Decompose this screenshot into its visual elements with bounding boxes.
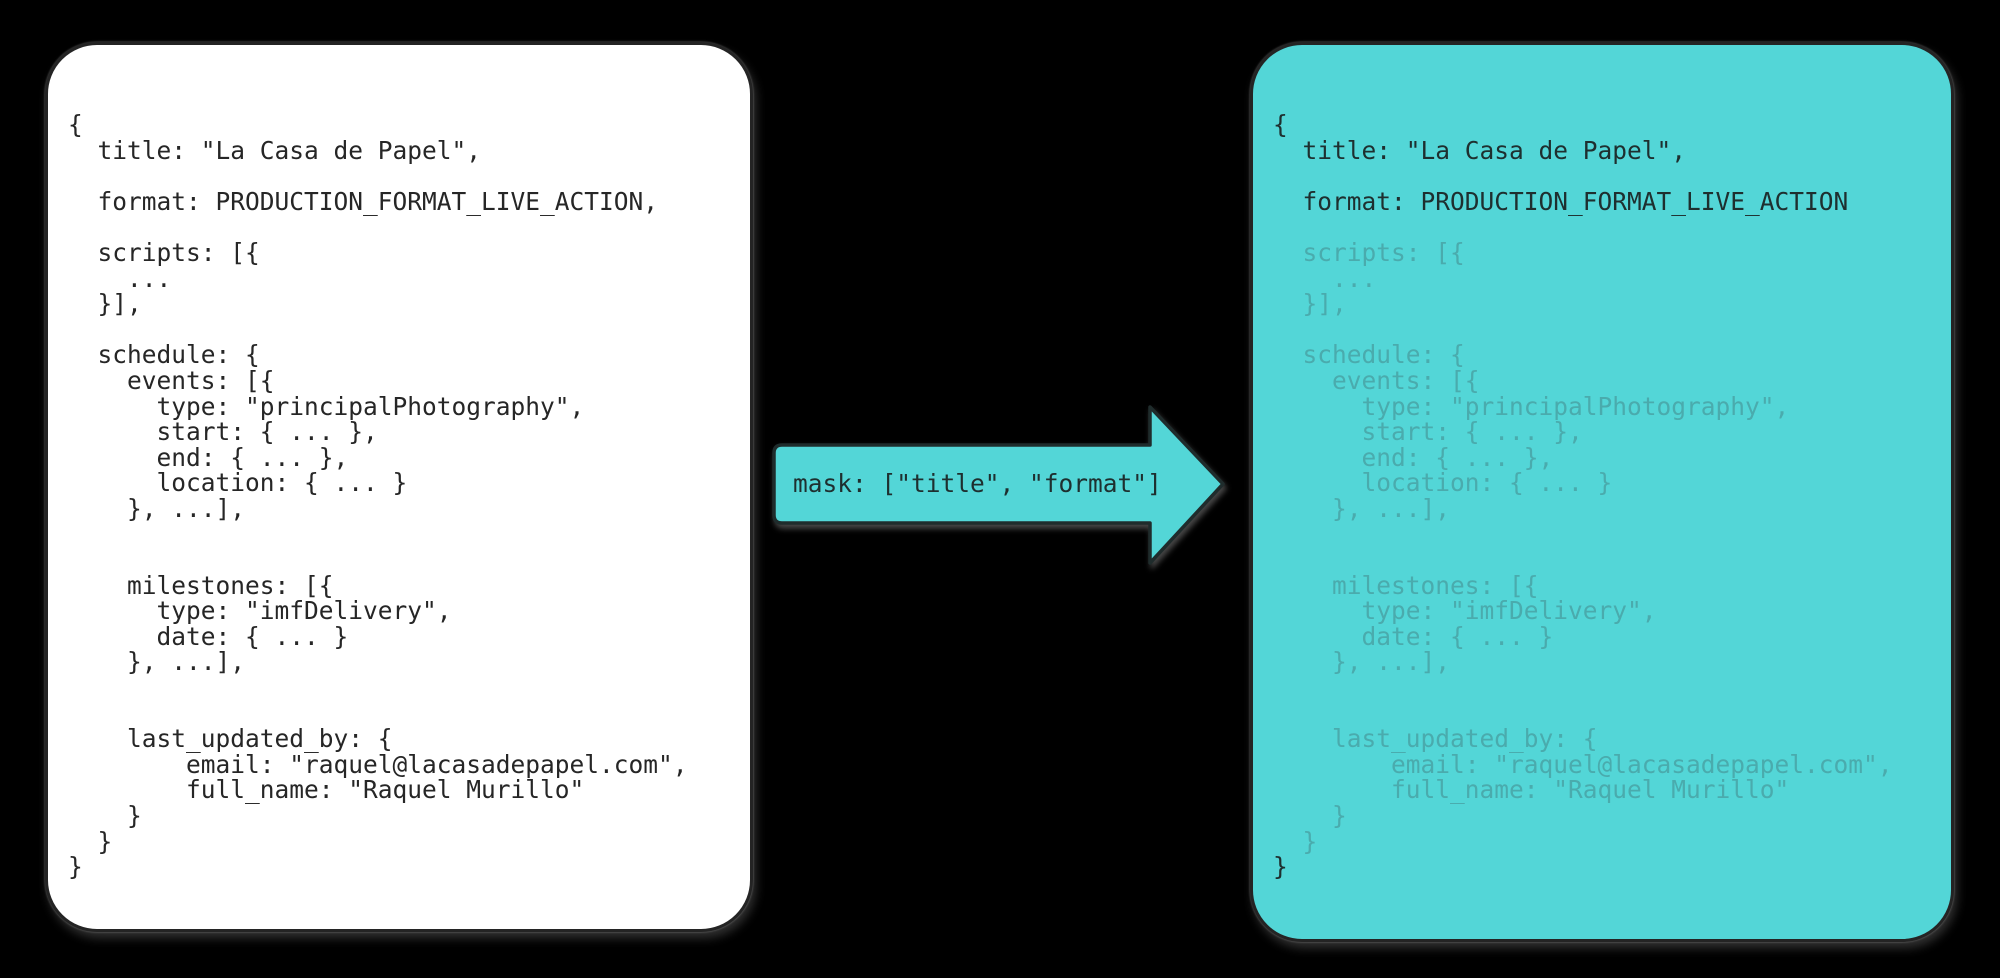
code-line: milestones: [{ — [1273, 570, 1539, 600]
code-line: start: { ... }, — [1273, 417, 1583, 447]
code-line: } — [1273, 852, 1288, 882]
code-line — [1273, 675, 1943, 701]
code-line: full_name: "Raquel Murillo" — [1273, 775, 1790, 805]
code-line: } — [68, 801, 142, 831]
code-line: end: { ... }, — [68, 442, 349, 472]
code-line — [68, 317, 742, 343]
code-line: }], — [1273, 289, 1347, 319]
code-line: start: { ... }, — [68, 417, 378, 447]
code-line: schedule: { — [1273, 340, 1465, 370]
code-line: ... — [1273, 263, 1377, 293]
code-line: }, ...], — [1273, 647, 1451, 677]
code-line: location: { ... } — [68, 468, 408, 498]
code-line: format: PRODUCTION_FORMAT_LIVE_ACTION — [1273, 186, 1849, 216]
source-json-panel: { title: "La Casa de Papel", format: PRO… — [45, 42, 753, 932]
code-line: email: "raquel@lacasadepapel.com", — [68, 749, 688, 779]
source-code-block: { title: "La Casa de Papel", format: PRO… — [48, 45, 750, 880]
code-line — [68, 547, 742, 573]
code-line: last_updated_by: { — [1273, 724, 1598, 754]
code-line: } — [68, 826, 113, 856]
code-line: milestones: [{ — [68, 570, 334, 600]
code-line — [68, 701, 742, 727]
mask-arrow-label: mask: ["title", "format"] — [793, 468, 1162, 498]
code-line: scripts: [{ — [1273, 237, 1465, 267]
code-line: date: { ... } — [68, 621, 349, 651]
code-line: title: "La Casa de Papel", — [1273, 135, 1687, 165]
code-line: type: "principalPhotography", — [1273, 391, 1790, 421]
code-line: }, ...], — [1273, 493, 1451, 523]
masked-code-block: { title: "La Casa de Papel", format: PRO… — [1253, 45, 1951, 880]
code-line: { — [1273, 110, 1288, 139]
code-line — [68, 675, 742, 701]
code-line: type: "imfDelivery", — [1273, 596, 1657, 626]
code-line — [68, 163, 742, 189]
code-line — [1273, 163, 1943, 189]
code-line: email: "raquel@lacasadepapel.com", — [1273, 749, 1893, 779]
code-line: } — [1273, 801, 1347, 831]
code-line: end: { ... }, — [1273, 442, 1554, 472]
code-line — [68, 522, 742, 548]
code-line: } — [1273, 826, 1318, 856]
code-line: events: [{ — [68, 365, 275, 395]
code-line: type: "principalPhotography", — [68, 391, 585, 421]
code-line — [1273, 547, 1943, 573]
code-line: last_updated_by: { — [68, 724, 393, 754]
code-line — [68, 214, 742, 240]
code-line: { — [68, 110, 83, 139]
code-line — [1273, 214, 1943, 240]
right-arrow-icon — [772, 405, 1225, 565]
code-line: date: { ... } — [1273, 621, 1554, 651]
code-line: }, ...], — [68, 647, 246, 677]
code-line — [1273, 701, 1943, 727]
code-line: } — [68, 852, 83, 882]
code-line: schedule: { — [68, 340, 260, 370]
code-line: }], — [68, 289, 142, 319]
code-line: full_name: "Raquel Murillo" — [68, 775, 585, 805]
code-line: scripts: [{ — [68, 237, 260, 267]
code-line: }, ...], — [68, 493, 246, 523]
code-line: events: [{ — [1273, 365, 1480, 395]
masked-json-panel: { title: "La Casa de Papel", format: PRO… — [1250, 42, 1954, 942]
code-line: format: PRODUCTION_FORMAT_LIVE_ACTION, — [68, 186, 659, 216]
code-line: title: "La Casa de Papel", — [68, 135, 482, 165]
code-line: ... — [68, 263, 172, 293]
mask-arrow: mask: ["title", "format"] — [758, 398, 1236, 576]
code-line — [1273, 317, 1943, 343]
code-line — [1273, 522, 1943, 548]
code-line: type: "imfDelivery", — [68, 596, 452, 626]
code-line: location: { ... } — [1273, 468, 1613, 498]
